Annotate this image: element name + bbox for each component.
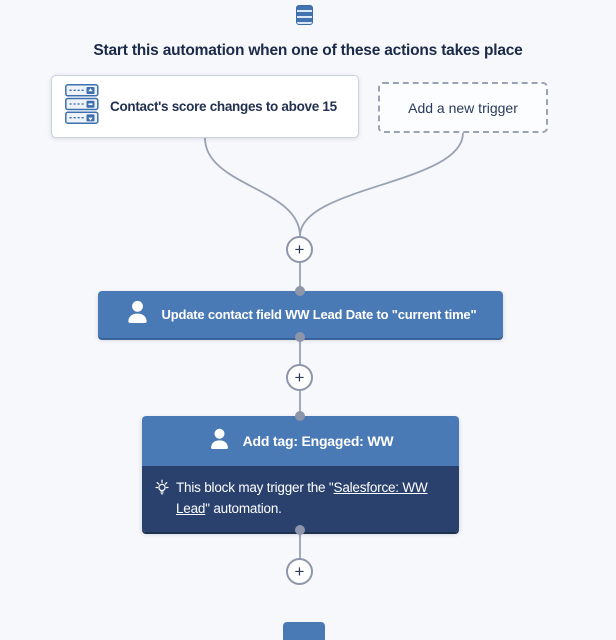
add-action-button-2[interactable]: + — [286, 364, 313, 391]
connector-dot — [295, 411, 305, 421]
connector-dot — [295, 286, 305, 296]
contact-person-icon — [125, 300, 150, 329]
action-label: Add tag: Engaged: WW — [242, 433, 394, 449]
score-stack-icon — [65, 84, 99, 129]
note-suffix: " automation. — [205, 501, 282, 516]
add-action-button-3[interactable]: + — [286, 558, 313, 585]
node-fragment-bottom — [283, 622, 325, 640]
trigger-node-score[interactable]: Contact's score changes to above 15 — [51, 75, 359, 138]
trigger-warning-note: This block may trigger the "Salesforce: … — [142, 466, 459, 532]
connector-dot — [295, 525, 305, 535]
contact-person-icon — [208, 428, 231, 455]
automation-start-heading: Start this automation when one of these … — [93, 42, 523, 59]
action-label: Update contact field WW Lead Date to "cu… — [161, 307, 477, 322]
trigger-label: Contact's score changes to above 15 — [110, 99, 337, 114]
add-trigger-button[interactable]: Add a new trigger — [378, 82, 548, 133]
action-node-update-field[interactable]: Update contact field WW Lead Date to "cu… — [98, 291, 503, 338]
node-fragment-top-icon — [296, 5, 313, 25]
note-text: This block may trigger the "Salesforce: … — [176, 477, 428, 519]
lightbulb-icon — [155, 479, 169, 500]
note-prefix: This block may trigger the " — [176, 480, 334, 495]
connector-dot — [295, 332, 305, 342]
automation-link[interactable]: Salesforce: WW — [333, 480, 428, 495]
automation-link[interactable]: Lead — [176, 501, 206, 516]
add-tag-header[interactable]: Add tag: Engaged: WW — [142, 416, 459, 466]
add-trigger-label: Add a new trigger — [408, 99, 518, 116]
add-action-button-1[interactable]: + — [286, 236, 313, 263]
action-node-add-tag[interactable]: Add tag: Engaged: WW This block may trig… — [142, 416, 459, 532]
